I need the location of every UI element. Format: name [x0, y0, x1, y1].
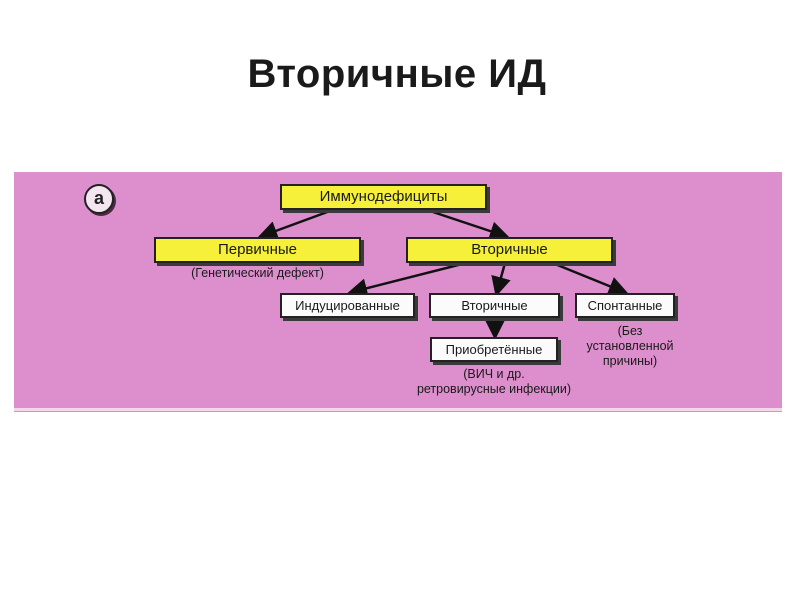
node-secondary: Вторичные	[406, 237, 613, 263]
note-hiv-line-2: ретровирусные инфекции)	[416, 382, 572, 396]
note-hiv-line-1: (ВИЧ и др.	[463, 367, 525, 381]
slide-title: Вторичные ИД	[247, 52, 547, 96]
node-primary: Первичные	[154, 237, 361, 263]
note-genetic-defect: (Генетический дефект)	[191, 266, 324, 280]
node-induced: Индуцированные	[280, 293, 415, 318]
panel-divider	[14, 408, 782, 411]
note-cause-line-1: (Без	[617, 324, 643, 338]
note-cause-line-3: причины)	[602, 354, 658, 368]
panel-label-badge: а	[84, 184, 114, 214]
note-hiv: (ВИЧ и др. ретровирусные инфекции)	[394, 367, 594, 397]
node-spontaneous: Спонтанные	[575, 293, 675, 318]
node-secondary-secondary: Вторичные	[429, 293, 560, 318]
note-cause-line-2: установленной	[586, 339, 674, 353]
note-no-established-cause: (Без установленной причины)	[570, 324, 690, 369]
node-acquired: Приобретённые	[430, 337, 558, 362]
node-immunodeficiencies: Иммунодефициты	[280, 184, 487, 210]
